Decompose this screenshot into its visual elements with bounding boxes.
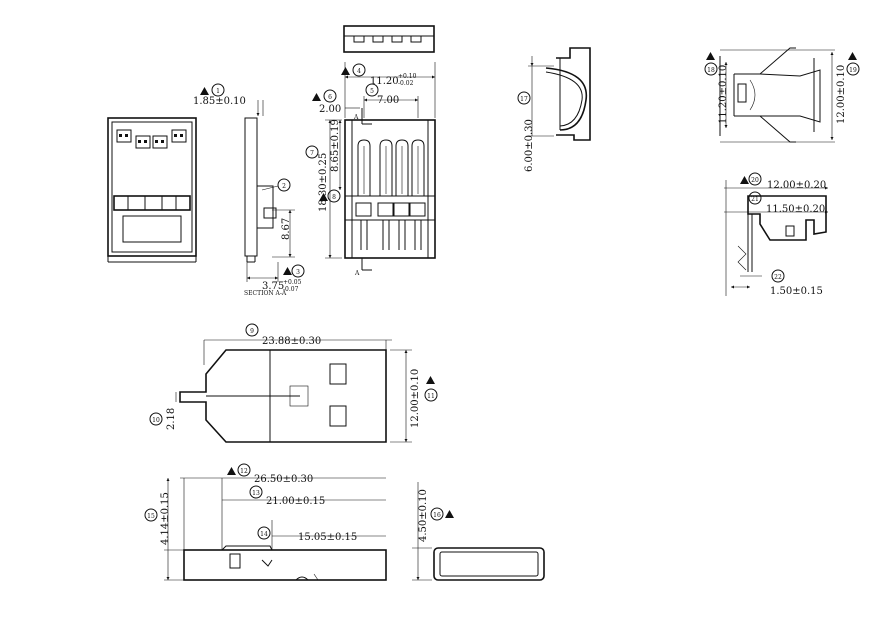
callout-5: 5 (365, 83, 379, 97)
svg-text:19: 19 (849, 67, 857, 74)
svg-text:4: 4 (357, 68, 361, 75)
svg-text:1: 1 (216, 88, 220, 95)
callout-14: 14 (257, 526, 271, 540)
top-detail-view (343, 25, 435, 53)
svg-text:5: 5 (370, 88, 374, 95)
callout-11: 11 (424, 376, 438, 402)
svg-text:7: 7 (310, 150, 314, 157)
dim-8-67: 8.67 (281, 218, 292, 240)
dim-3-main: 3.75 (262, 281, 284, 292)
callout-13: 13 (249, 485, 263, 499)
dim-1: 1.85±0.10 (193, 96, 246, 107)
dim-11: 12.00±0.10 (410, 369, 421, 428)
front-face-view (107, 117, 197, 263)
section-label: SECTION A-A (244, 290, 287, 297)
dim-4-tol-up: +0.10 (398, 73, 417, 80)
callout-19: 19 (846, 52, 860, 76)
dim-19: 12.00±0.10 (836, 65, 847, 124)
housing-detail-view (724, 180, 828, 296)
callout-1: 1 (200, 83, 225, 97)
dim-13: 21.00±0.15 (266, 496, 325, 507)
callout-6: 6 (312, 89, 337, 103)
callout-3: 3 (283, 264, 305, 278)
spring-contact-view (528, 47, 591, 141)
svg-text:14: 14 (260, 531, 268, 538)
end-cap-view (412, 482, 545, 581)
dim-14: 15.05±0.15 (298, 532, 357, 543)
dim-8: 8.65±0.19 (330, 119, 341, 172)
callout-8: 8 (319, 189, 341, 203)
callout-16: 16 (430, 507, 454, 521)
svg-text:10: 10 (152, 417, 160, 424)
svg-text:11: 11 (427, 393, 435, 400)
svg-text:2: 2 (282, 183, 286, 190)
dim-17: 6.00±0.30 (524, 119, 535, 172)
section-a-a-view (244, 100, 295, 282)
svg-text:15: 15 (147, 513, 155, 520)
callout-20: 20 (740, 172, 762, 186)
dim-4-tol-dn: -0.02 (398, 80, 414, 87)
end-view (719, 47, 835, 143)
dim-6: 2.00 (319, 104, 341, 115)
dim-16: 4.50±0.10 (418, 489, 429, 542)
callout-2: 2 (261, 178, 291, 192)
dim-15: 4.14±0.15 (160, 492, 171, 545)
dim-7: 18.30±0.25 (318, 153, 329, 212)
dim-3-tol-up: +0.05 (283, 279, 302, 286)
dim-12: 26.50±0.30 (254, 474, 313, 485)
callout-9: 9 (245, 323, 259, 337)
dim-9: 23.88±0.30 (262, 336, 321, 347)
svg-text:13: 13 (252, 490, 260, 497)
callout-15: 15 (144, 508, 158, 522)
contact-plan-view (325, 62, 436, 271)
svg-text:3: 3 (296, 269, 300, 276)
dim-10: 2.18 (166, 408, 177, 430)
svg-text:17: 17 (520, 96, 528, 103)
callout-7: 7 (305, 145, 319, 159)
plug-side-view (164, 477, 387, 581)
dim-21: 11.50±0.20 (766, 204, 825, 215)
dim-3-tol-dn: -0.07 (283, 286, 299, 293)
svg-text:9: 9 (250, 328, 254, 335)
callout-22: 22 (771, 269, 785, 283)
dim-4-main: 11.20 (370, 76, 399, 87)
callout-18: 18 (704, 52, 718, 76)
callout-4: 4 (341, 63, 366, 77)
svg-text:18: 18 (707, 67, 715, 74)
svg-text:8: 8 (332, 194, 336, 201)
plug-top-view (175, 339, 412, 443)
svg-text:12: 12 (240, 468, 248, 475)
svg-text:22: 22 (774, 274, 782, 281)
callout-17: 17 (517, 91, 531, 105)
dim-22: 1.50±0.15 (770, 286, 823, 297)
svg-text:6: 6 (328, 94, 332, 101)
callout-12: 12 (227, 463, 251, 477)
svg-text:21: 21 (751, 196, 759, 203)
svg-text:20: 20 (751, 177, 759, 184)
section-marker-top: A (353, 114, 359, 121)
dim-5: 7.00 (377, 95, 399, 106)
callout-21: 21 (748, 191, 762, 205)
dim-18: 11.20±0.10 (718, 65, 729, 124)
dim-20: 12.00±0.20 (767, 180, 826, 191)
svg-text:16: 16 (433, 512, 441, 519)
callout-10: 10 (149, 412, 163, 426)
section-marker-bottom: A (354, 270, 360, 277)
